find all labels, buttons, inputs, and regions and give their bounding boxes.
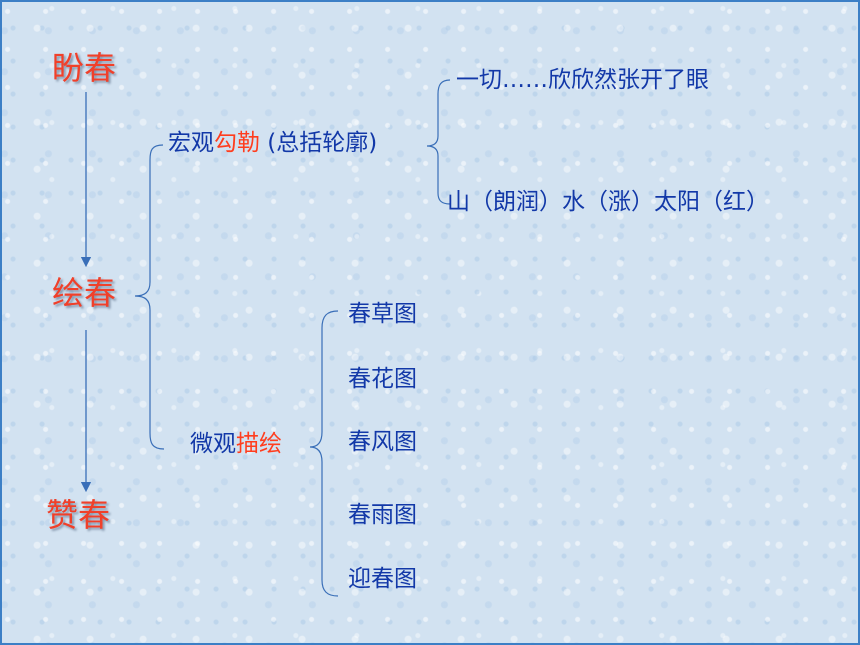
macro-highlight: 勾勒 xyxy=(214,130,260,156)
micro-highlight: 描绘 xyxy=(236,431,282,457)
brace-hui xyxy=(134,144,165,450)
macro-prefix: 宏观 xyxy=(168,130,214,156)
stage-hui-chun: 绘春 xyxy=(52,274,117,312)
brace-micro xyxy=(309,310,339,597)
picture-grass: 春草图 xyxy=(348,301,417,327)
brace-macro xyxy=(426,79,451,205)
stage-pan-chun: 盼春 xyxy=(52,49,117,87)
macro-detail-2: 山（朗润）水（涨）太阳（红） xyxy=(447,189,769,215)
micro-prefix: 微观 xyxy=(190,431,236,457)
stage-zan-chun: 赞春 xyxy=(46,496,111,534)
macro-suffix: (总括轮廓) xyxy=(260,130,378,156)
picture-rain: 春雨图 xyxy=(348,502,417,528)
micro-node: 微观描绘 xyxy=(190,433,282,456)
picture-welcome-spring: 迎春图 xyxy=(348,566,417,592)
picture-wind: 春风图 xyxy=(348,429,417,455)
picture-flower: 春花图 xyxy=(348,366,417,392)
macro-node: 宏观勾勒 (总括轮廓) xyxy=(168,132,377,155)
macro-detail-1: 一切……欣欣然张开了眼 xyxy=(456,67,709,93)
